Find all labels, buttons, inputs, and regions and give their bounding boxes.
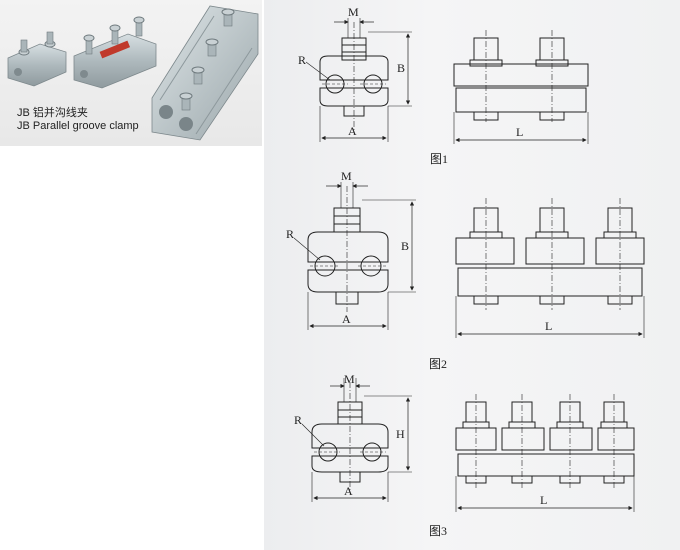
product-photo: JB 铝并沟线夹 JB Parallel groove clamp: [0, 0, 262, 146]
figure-3-drawing: M H R A: [294, 372, 635, 512]
fig2-front-view: L: [455, 198, 645, 338]
fig2-dim-l: L: [545, 319, 552, 333]
figure-2-label: 图2: [429, 357, 448, 371]
figure-3-label: 图3: [429, 524, 448, 538]
fig3-dim-a: A: [344, 484, 353, 498]
figure-1-drawing: M B R A: [298, 5, 589, 144]
fig1-front-view: L: [453, 30, 589, 144]
drawings-svg: M B R A: [286, 5, 645, 512]
fig2-dim-m: M: [341, 169, 352, 183]
fig1-dim-b: B: [397, 61, 405, 75]
figure-2-drawing: M B R A: [286, 169, 645, 338]
large-clamp-photo: [151, 5, 259, 141]
fig2-dim-r: R: [286, 227, 294, 241]
fig1-side-view: M B R A: [298, 5, 412, 142]
small-clamp-photo: [7, 31, 67, 87]
fig3-front-view: L: [455, 394, 635, 512]
fig3-dim-h: H: [396, 427, 405, 441]
fig1-dim-l: L: [516, 125, 523, 139]
fig3-dim-m: M: [344, 372, 355, 386]
product-caption-cn: JB 铝并沟线夹: [17, 107, 88, 119]
fig1-dim-r: R: [298, 53, 306, 67]
figure-1-label: 图1: [430, 152, 449, 166]
fig1-dim-a: A: [348, 124, 357, 138]
fig3-dim-l: L: [540, 493, 547, 507]
fig2-side-view: M B R A: [286, 169, 416, 330]
technical-drawing-sheet: M B R A: [264, 0, 680, 550]
clamp-photo-illustration: [7, 5, 259, 141]
fig3-side-view: M H R A: [294, 372, 412, 502]
fig3-dim-r: R: [294, 413, 302, 427]
product-caption-en: JB Parallel groove clamp: [17, 120, 139, 132]
fig2-dim-b: B: [401, 239, 409, 253]
medium-clamp-photo: [73, 16, 157, 89]
fig1-dim-m: M: [348, 5, 359, 19]
fig2-dim-a: A: [342, 312, 351, 326]
